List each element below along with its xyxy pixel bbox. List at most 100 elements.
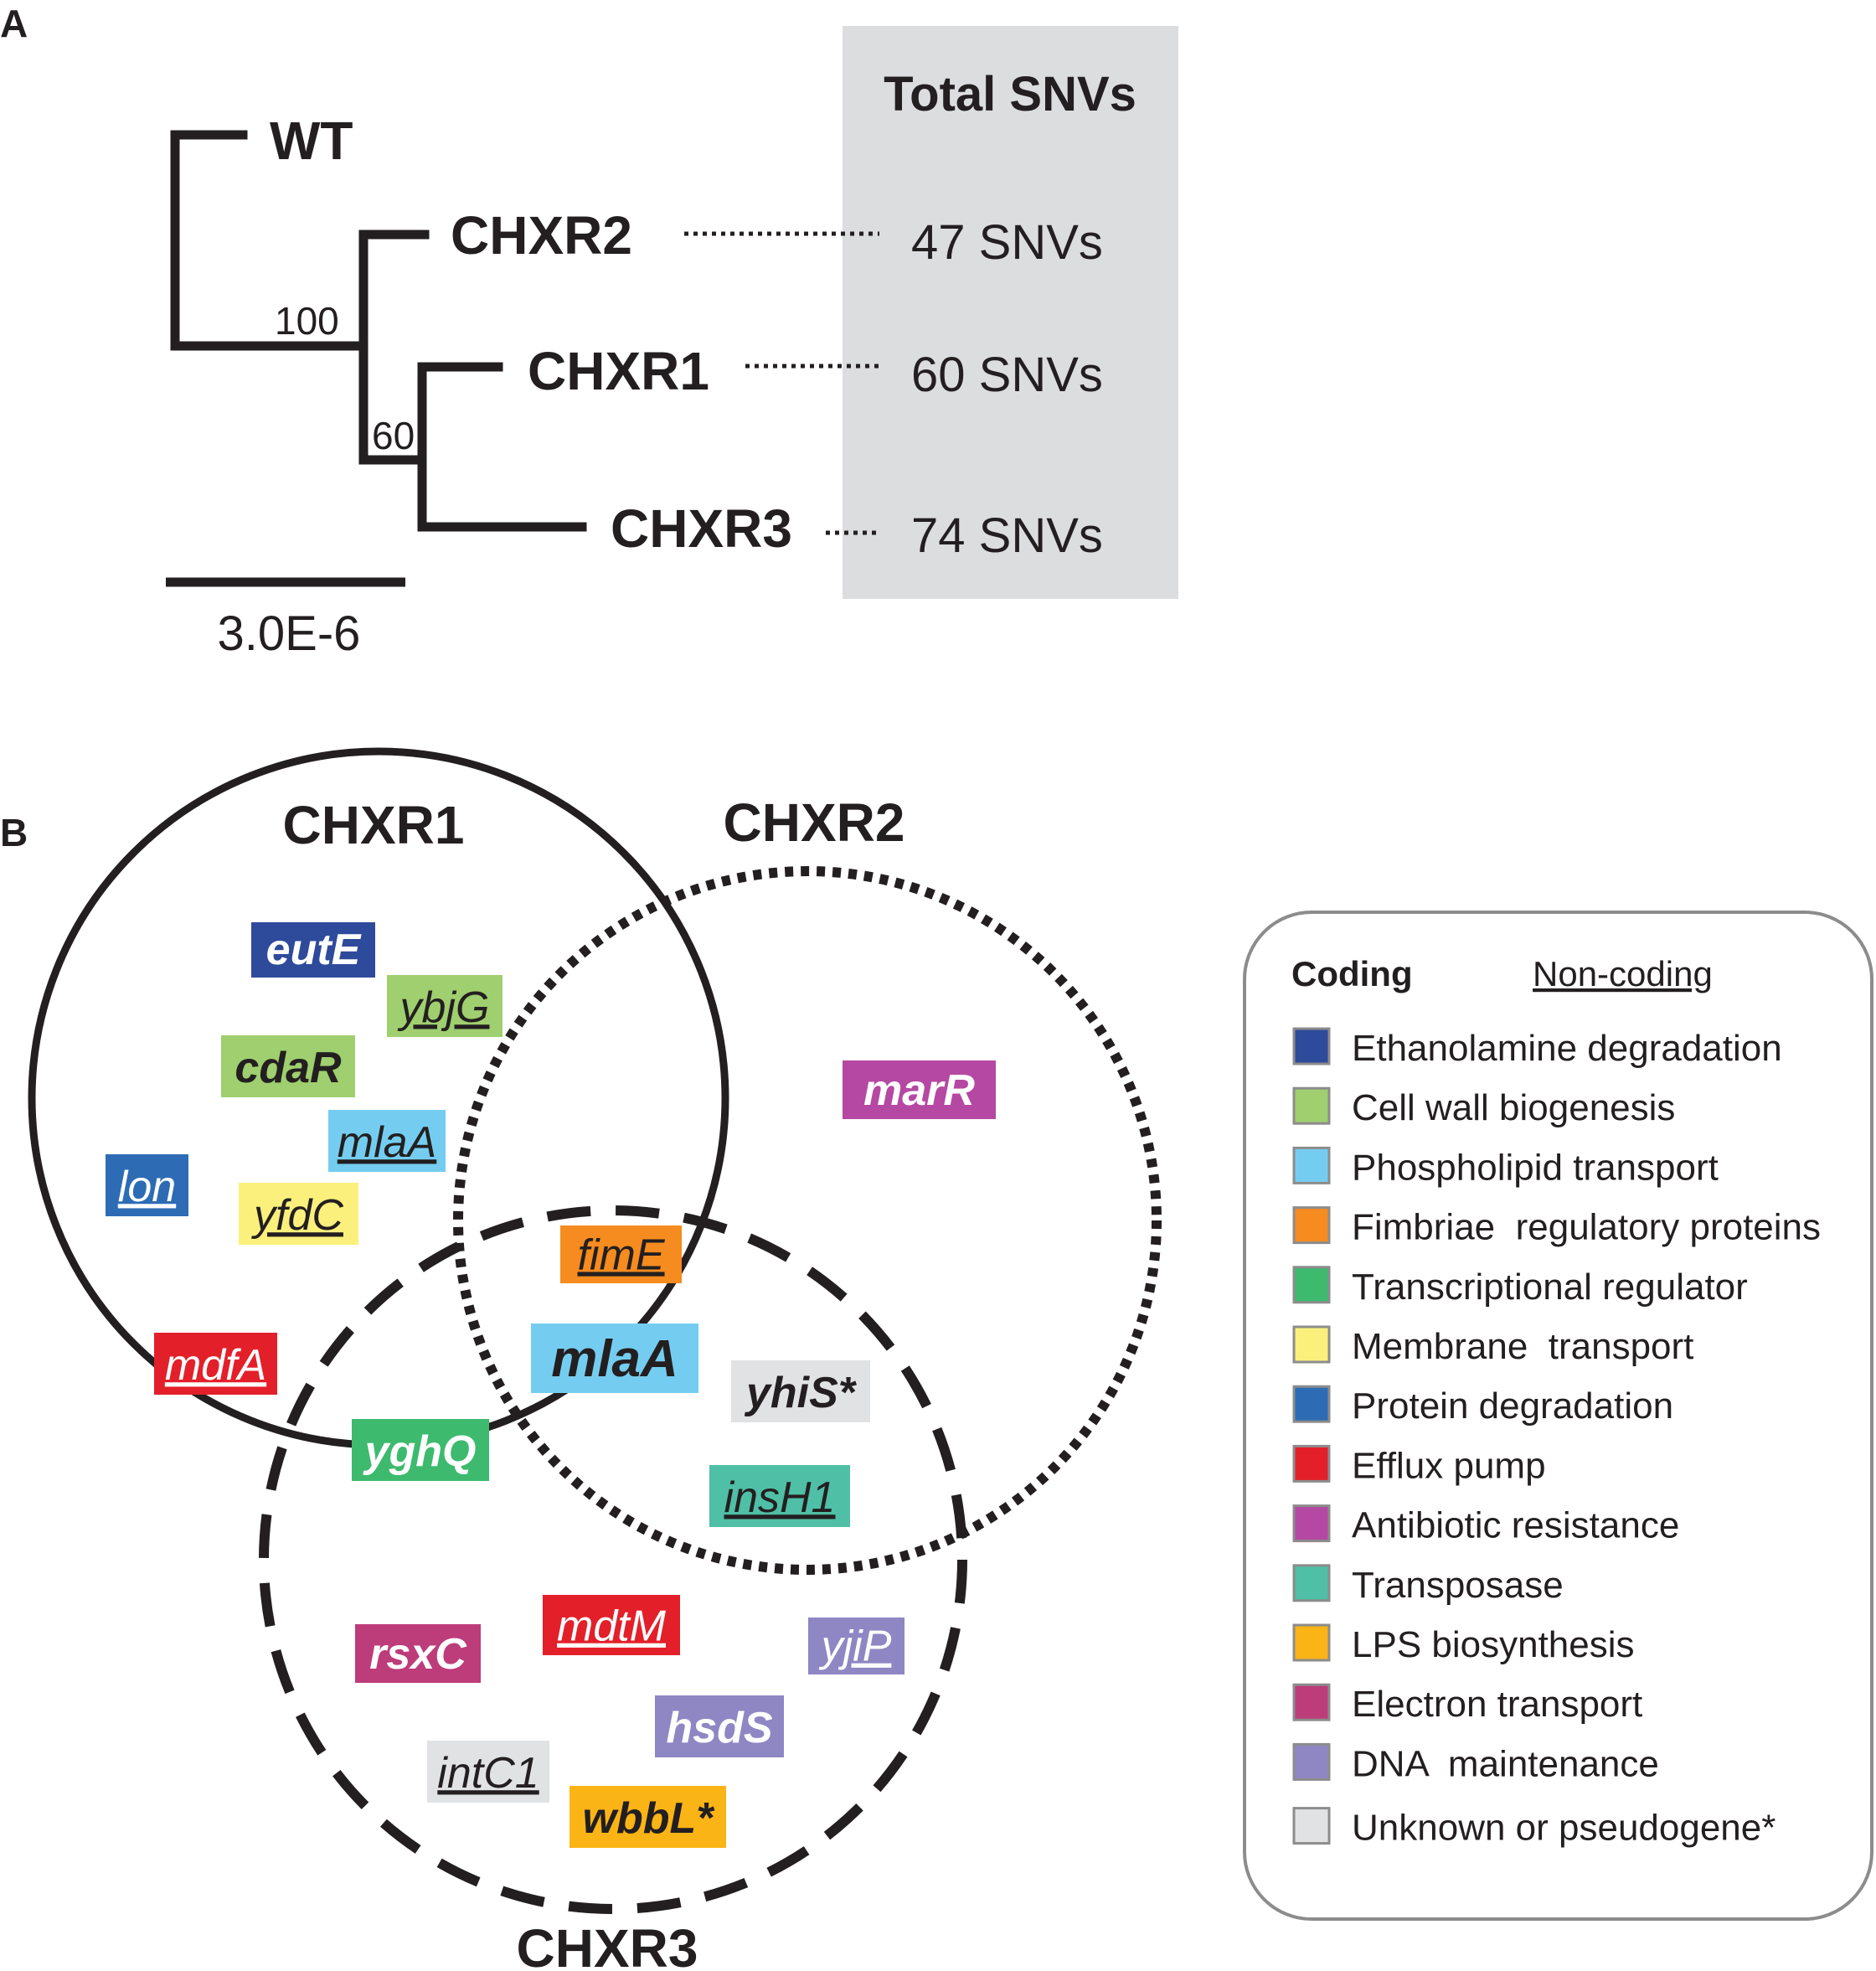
total-snvs-header: Total SNVs — [884, 67, 1136, 121]
gene-color-box — [655, 1695, 784, 1757]
gene-color-box — [154, 1333, 277, 1395]
gene-label-hsdS: hsdS — [655, 1695, 784, 1757]
taxon-wt: WT — [270, 111, 353, 171]
gene-name: mlaA — [551, 1330, 678, 1388]
legend-item: Cell wall biogenesis — [1292, 1086, 1675, 1128]
legend-swatch — [1292, 1564, 1331, 1602]
legend-box — [1243, 911, 1873, 1921]
gene-name: rsxC — [369, 1630, 467, 1679]
legend-swatch — [1292, 1266, 1331, 1304]
legend-swatch — [1292, 1146, 1331, 1184]
legend-swatch — [1292, 1504, 1331, 1543]
gene-label-mlaA1: mlaA — [328, 1110, 446, 1172]
gene-color-box — [106, 1154, 188, 1216]
legend-label: Membrane transport — [1352, 1326, 1693, 1367]
legend-label: Transposase — [1352, 1565, 1564, 1606]
legend-item: Ethanolamine degradation — [1292, 1027, 1782, 1069]
set-title-chxr2: CHXR2 — [724, 792, 905, 853]
legend-swatch — [1292, 1206, 1331, 1245]
legend-item: Unknown or pseudogene* — [1292, 1807, 1776, 1849]
set-title-chxr1: CHXR1 — [283, 795, 465, 855]
gene-label-wbbL: wbbL* — [570, 1786, 726, 1848]
gene-name: yfdC — [251, 1191, 343, 1240]
taxon-chxr1: CHXR1 — [528, 341, 709, 401]
gene-name: marR — [863, 1066, 975, 1115]
legend-swatch — [1292, 1385, 1331, 1423]
gene-label-lon: lon — [106, 1154, 188, 1216]
venn-circle-chxr3 — [259, 1205, 967, 1914]
legend-noncoding-header: Non-coding — [1533, 954, 1713, 993]
gene-color-box — [387, 975, 502, 1037]
gene-name: yjiP — [819, 1623, 892, 1671]
legend-swatch — [1292, 1742, 1331, 1781]
taxon-chxr3: CHXR3 — [611, 498, 792, 559]
gene-name: hsdS — [666, 1704, 772, 1752]
gene-color-box — [731, 1360, 870, 1422]
gene-label-mlaA2: mlaA — [531, 1323, 698, 1393]
bootstrap-node-2: 60 — [372, 414, 415, 457]
gene-color-box — [352, 1419, 489, 1481]
legend-item: DNA maintenance — [1292, 1742, 1659, 1784]
legend-item: Transposase — [1292, 1564, 1564, 1606]
gene-label-mdfA: mdfA — [154, 1333, 277, 1395]
gene-label-ybjG: ybjG — [387, 975, 502, 1037]
gene-label-intC1: intC1 — [427, 1741, 549, 1803]
legend-item: Phospholipid transport — [1292, 1146, 1719, 1188]
gene-labels: eutE ybjG cdaR mlaA lon yfdC marR fimE mlaA mdfA y… — [106, 922, 996, 1848]
gene-label-eutE: eutE — [251, 922, 375, 978]
legend-swatch — [1292, 1325, 1331, 1364]
legend-label: Transcriptional regulator — [1352, 1267, 1748, 1308]
snv-count-chxr1: 60 SNVs — [911, 348, 1103, 402]
gene-color-box — [531, 1323, 698, 1393]
legend-item: Electron transport — [1292, 1683, 1642, 1725]
panel-b-label: B — [0, 811, 28, 854]
bootstrap-node-1: 100 — [275, 299, 339, 343]
phylogenetic-tree — [170, 130, 587, 532]
legend-label: Unknown or pseudogene* — [1352, 1808, 1776, 1849]
legend-item: Protein degradation — [1292, 1385, 1673, 1427]
legend-swatch — [1292, 1086, 1331, 1125]
gene-name: yghQ — [363, 1427, 477, 1476]
venn-circle-chxr2 — [453, 866, 1162, 1575]
gene-color-box — [239, 1183, 358, 1245]
gene-label-yfdC: yfdC — [239, 1183, 358, 1245]
legend-label: Efflux pump — [1352, 1445, 1546, 1486]
gene-color-box — [560, 1225, 682, 1283]
gene-label-marR: marR — [843, 1060, 996, 1119]
gene-label-mdtM: mdtM — [543, 1595, 680, 1655]
gene-name: wbbL* — [583, 1794, 716, 1843]
gene-color-box — [427, 1741, 549, 1803]
panel-a-label: A — [0, 2, 28, 45]
legend-label: Phospholipid transport — [1352, 1147, 1719, 1188]
gene-name: intC1 — [437, 1749, 539, 1798]
tree-branch-chxr2 — [358, 230, 430, 465]
gene-label-yhiS: yhiS* — [731, 1360, 870, 1422]
legend-item: Fimbriae regulatory proteins — [1292, 1206, 1821, 1248]
gene-color-box — [221, 1035, 355, 1097]
gene-color-box — [328, 1110, 446, 1172]
legend-label: Cell wall biogenesis — [1352, 1087, 1675, 1128]
gene-color-box — [843, 1060, 996, 1119]
gene-label-cdaR: cdaR — [221, 1035, 355, 1097]
legend-swatch — [1292, 1027, 1331, 1065]
legend-item: Membrane transport — [1292, 1325, 1693, 1367]
legend-swatch — [1292, 1623, 1331, 1662]
tree-branch-chxr1 — [417, 362, 587, 532]
gene-label-insH1: insH1 — [709, 1465, 850, 1527]
gene-color-box — [808, 1618, 904, 1674]
tree-branch-wt — [170, 130, 368, 351]
scale-bar-label: 3.0E-6 — [218, 606, 361, 661]
gene-label-rsxC: rsxC — [355, 1624, 481, 1683]
gene-name: ybjG — [398, 983, 490, 1032]
legend-coding-header: Coding — [1291, 954, 1413, 993]
gene-color-box — [570, 1786, 726, 1848]
legend-swatch — [1292, 1683, 1331, 1721]
gene-label-fimE: fimE — [560, 1225, 682, 1283]
legend-label: Ethanolamine degradation — [1352, 1028, 1782, 1069]
legend-item: Transcriptional regulator — [1292, 1266, 1748, 1308]
legend-item: Efflux pump — [1292, 1444, 1546, 1486]
snv-count-chxr3: 74 SNVs — [911, 508, 1103, 563]
legend-item: LPS biosynthesis — [1292, 1623, 1635, 1665]
